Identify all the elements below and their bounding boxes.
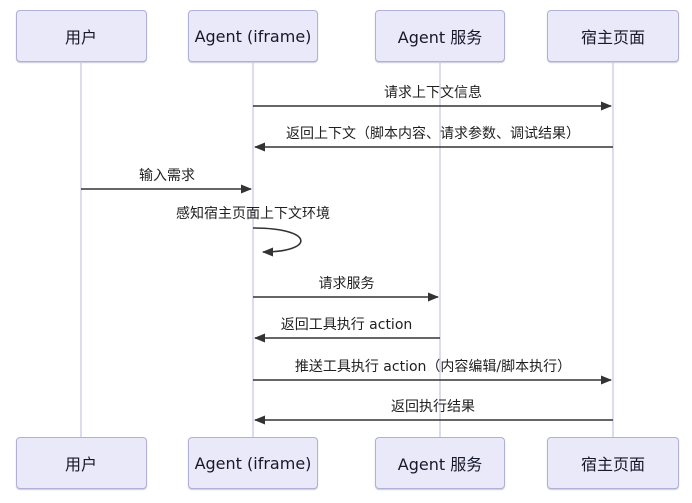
actor-bottom-agent-iframe: Agent (iframe) xyxy=(188,437,318,489)
message-label-push-action: 推送工具执行 action（内容编辑/脚本执行） xyxy=(294,359,572,375)
actor-bottom-agent-service: Agent 服务 xyxy=(375,437,505,489)
message-label-return-context: 返回上下文（脚本内容、请求参数、调试结果） xyxy=(286,126,580,142)
actor-top-host-page: 宿主页面 xyxy=(547,10,679,62)
actor-top-agent-service: Agent 服务 xyxy=(375,10,505,62)
message-label-return-result: 返回执行结果 xyxy=(391,399,475,415)
message-label-sense-context: 感知宿主页面上下文环境 xyxy=(176,206,330,222)
message-label-return-action: 返回工具执行 action xyxy=(280,317,413,333)
actor-top-agent-iframe: Agent (iframe) xyxy=(188,10,318,62)
actor-top-user: 用户 xyxy=(15,10,147,62)
message-label-request-service: 请求服务 xyxy=(318,276,375,292)
actor-bottom-user: 用户 xyxy=(15,437,147,489)
actor-bottom-host-page: 宿主页面 xyxy=(547,437,679,489)
message-label-input-demand: 输入需求 xyxy=(139,168,195,184)
message-label-request-context: 请求上下文信息 xyxy=(384,85,482,101)
